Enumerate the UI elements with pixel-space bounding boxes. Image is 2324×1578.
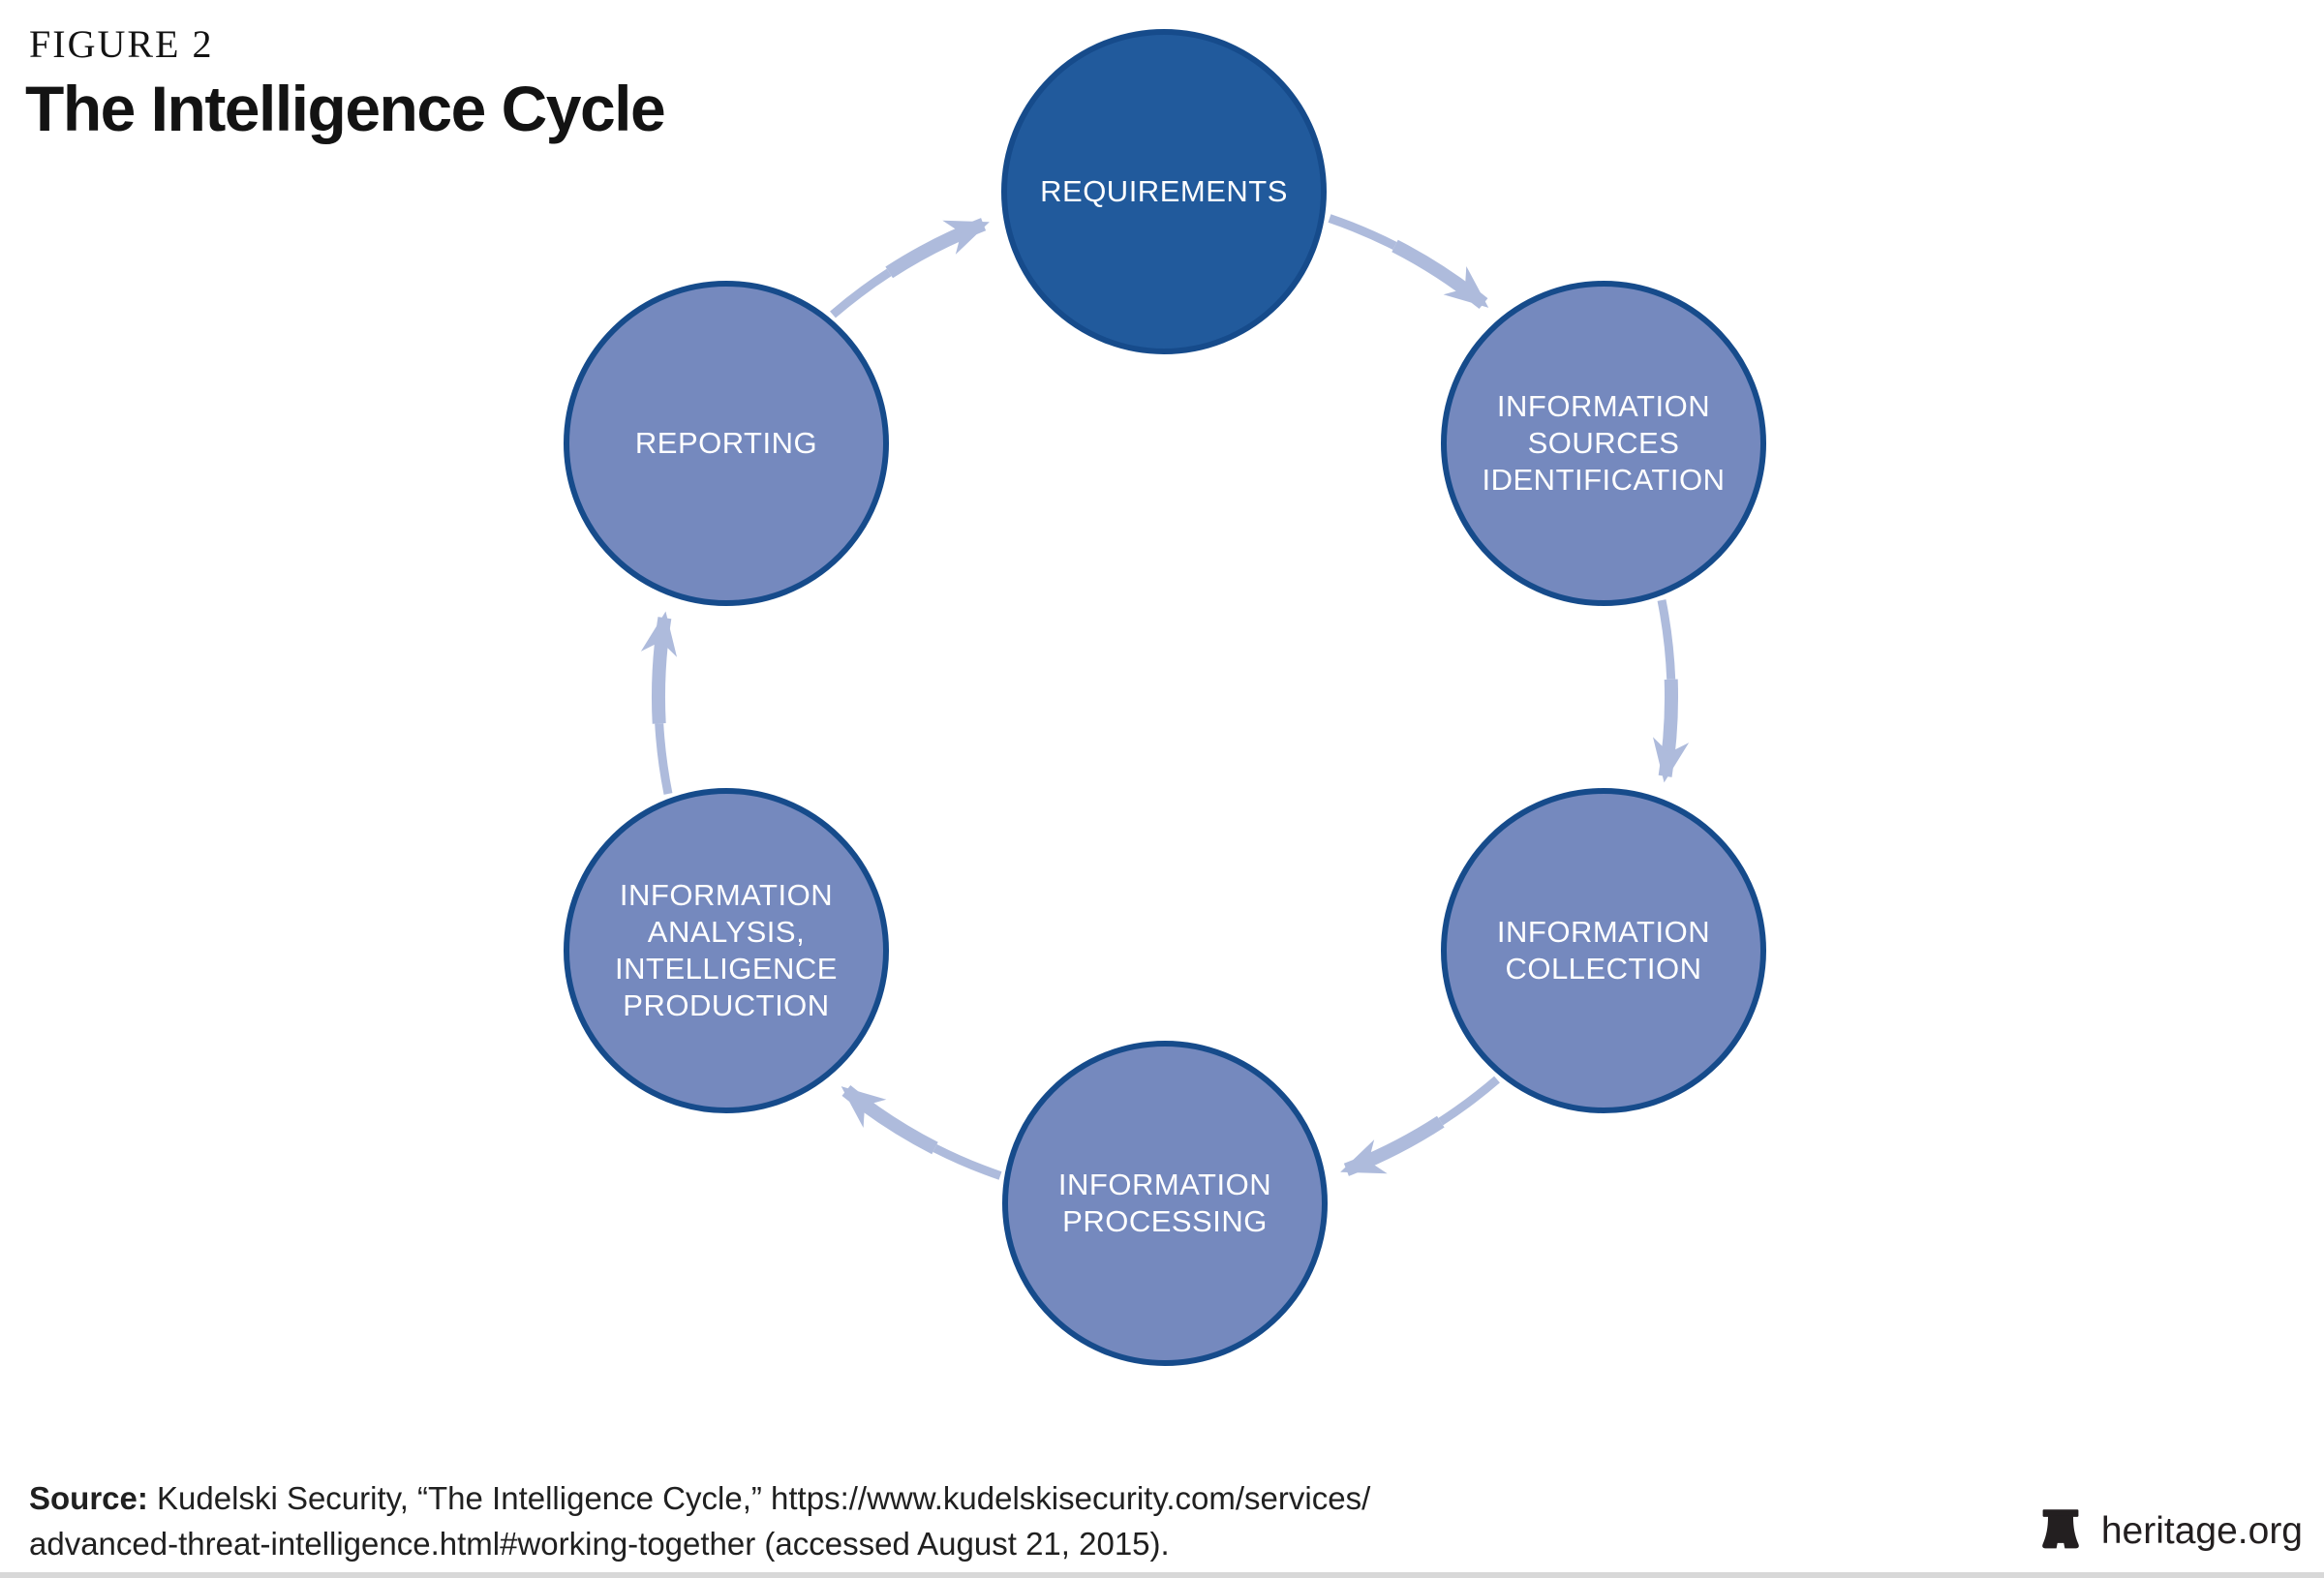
node-requirements: REQUIREMENTS bbox=[1001, 29, 1327, 354]
bottom-divider bbox=[0, 1572, 2324, 1578]
source-note: Source: Kudelski Security, “The Intellig… bbox=[29, 1475, 1370, 1566]
arrow-collection-to-processing bbox=[1340, 1115, 1445, 1176]
source-line2: advanced-threat-intelligence.html#workin… bbox=[29, 1526, 1170, 1562]
node-information-collection: INFORMATION COLLECTION bbox=[1441, 788, 1766, 1113]
arrow-sources-to-collection-tail bbox=[1657, 599, 1676, 680]
arrow-processing-to-analysis-tail bbox=[933, 1143, 1002, 1180]
arrow-analysis-to-reporting bbox=[640, 611, 678, 724]
arrow-requirements-to-sources bbox=[1391, 239, 1489, 310]
arrow-analysis-to-reporting-tail bbox=[655, 723, 673, 795]
arrow-requirements-to-sources-tail bbox=[1328, 214, 1397, 251]
arrow-reporting-to-requirements-tail bbox=[830, 268, 892, 319]
brand-text: heritage.org bbox=[2100, 1510, 2303, 1552]
node-information-sources-identification: INFORMATION SOURCES IDENTIFICATION bbox=[1441, 281, 1766, 606]
liberty-bell-icon bbox=[2042, 1509, 2079, 1549]
node-reporting: REPORTING bbox=[564, 281, 889, 606]
arrow-sources-to-collection bbox=[1652, 679, 1690, 783]
source-line1: Kudelski Security, “The Intelligence Cyc… bbox=[147, 1480, 1371, 1516]
node-information-analysis-intelligence-production: INFORMATION ANALYSIS, INTELLIGENCE PRODU… bbox=[564, 788, 889, 1113]
figure-label: FIGURE 2 bbox=[29, 22, 214, 66]
source-label: Source: bbox=[29, 1480, 148, 1516]
brand-lockup: heritage.org bbox=[2035, 1506, 2303, 1557]
page-title: The Intelligence Cycle bbox=[25, 73, 666, 144]
arrow-collection-to-processing-tail bbox=[1438, 1076, 1500, 1126]
node-information-processing: INFORMATION PROCESSING bbox=[1002, 1041, 1328, 1366]
arrow-reporting-to-requirements bbox=[885, 218, 990, 279]
arrow-processing-to-analysis bbox=[841, 1084, 938, 1155]
